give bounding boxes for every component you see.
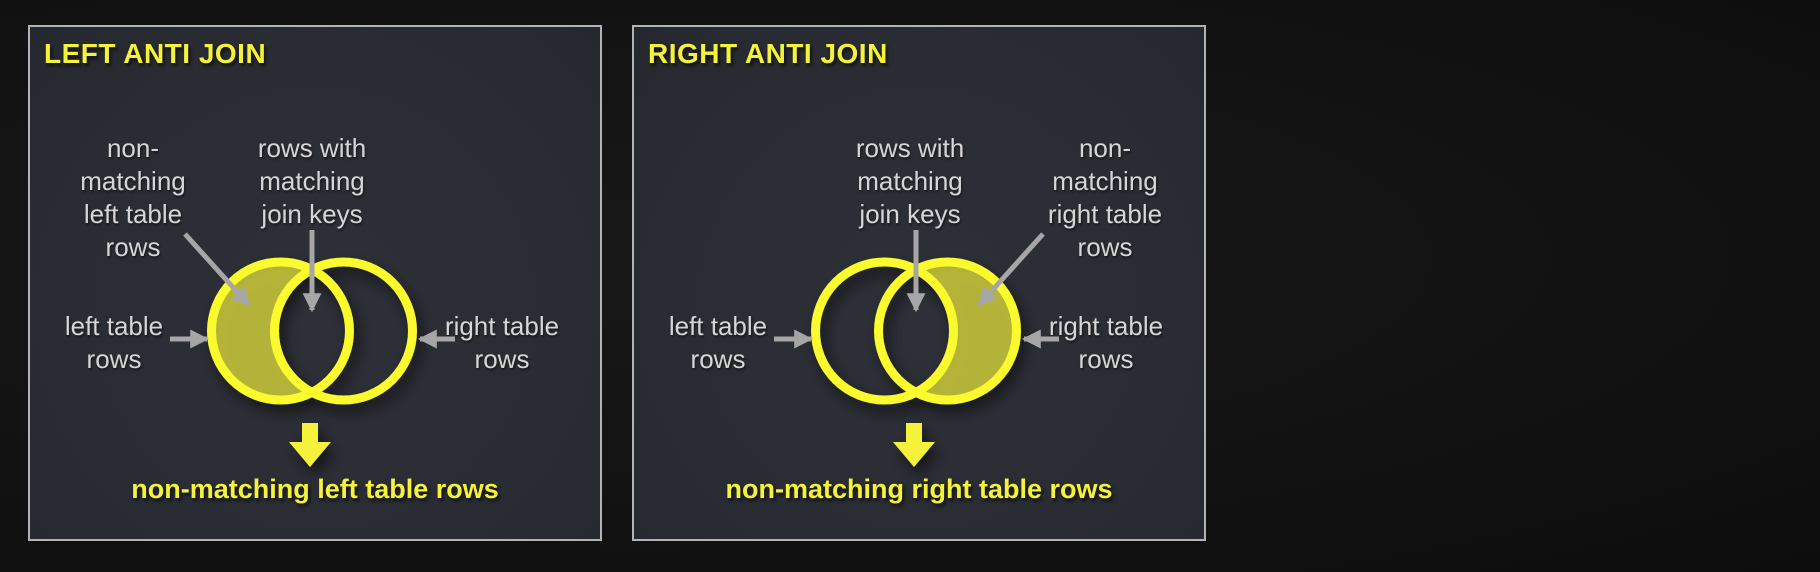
arrow-to-right-crescent-icon — [977, 232, 1045, 307]
left-anti-join-venn-diagram — [170, 230, 455, 467]
panel-title: RIGHT ANTI JOIN — [648, 38, 888, 69]
label-non-matching-left-rows: non- matching left table rows — [80, 133, 186, 262]
arrow-to-left-crescent-icon — [183, 232, 251, 307]
right-table-circle — [270, 257, 417, 405]
result-label: non-matching right table rows — [725, 474, 1113, 504]
left-table-circle — [811, 257, 958, 405]
label-rows-with-matching-join-keys: rows with matching join keys — [257, 133, 367, 229]
panel-title: LEFT ANTI JOIN — [44, 38, 267, 69]
left-table-circle — [207, 257, 354, 405]
label-non-matching-right-rows: non- matching right table rows — [1047, 133, 1163, 262]
down-arrow-icon — [893, 423, 935, 467]
label-right-table-rows: right table rows — [1048, 311, 1164, 374]
right-table-circle — [874, 257, 1021, 405]
result-label: non-matching left table rows — [131, 474, 499, 504]
label-left-table-rows: left table rows — [64, 311, 164, 374]
left-anti-join-panel: LEFT ANTI JOIN non- matching left table … — [28, 25, 602, 541]
label-left-table-rows: left table rows — [668, 311, 768, 374]
annotation-arrows — [774, 230, 1059, 349]
label-rows-with-matching-join-keys: rows with matching join keys — [855, 133, 965, 229]
annotation-arrows — [170, 230, 455, 349]
down-arrow-icon — [289, 423, 331, 467]
label-right-table-rows: right table rows — [444, 311, 560, 374]
right-anti-join-panel: RIGHT ANTI JOIN rows with matching join … — [632, 25, 1206, 541]
right-anti-join-venn-diagram — [774, 230, 1059, 467]
